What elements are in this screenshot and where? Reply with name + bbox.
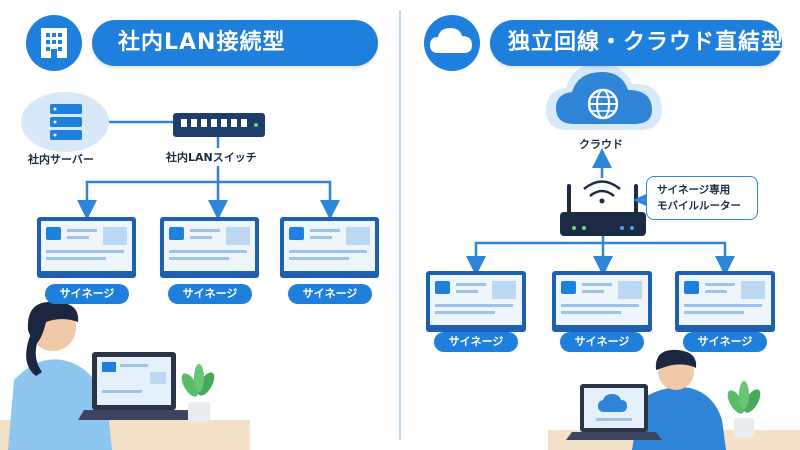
image-icon [492, 281, 516, 299]
network-switch-icon [173, 113, 265, 137]
callout-tail [633, 194, 646, 206]
router-callout-line2: モバイルルーター [657, 200, 741, 212]
laptop-icon [566, 384, 662, 440]
switch-label: 社内LANスイッチ [166, 151, 257, 164]
server-icon [21, 92, 109, 152]
signage-monitor [426, 271, 526, 332]
signage-badge: サイネージ [288, 284, 372, 304]
wifi-icon [583, 180, 621, 204]
megaphone-icon [561, 281, 576, 294]
signage-badge: サイネージ [45, 284, 129, 304]
image-icon [103, 227, 127, 245]
server-label: 社内サーバー [28, 153, 94, 166]
signage-monitor [552, 271, 652, 332]
image-icon [618, 281, 642, 299]
building-icon [26, 15, 82, 71]
cloud-icon [424, 15, 480, 71]
router-callout-line1: サイネージ専用 [657, 184, 731, 196]
plant-icon [727, 381, 761, 438]
image-icon [346, 227, 370, 245]
plant-icon [181, 364, 215, 422]
right-panel-title: 独立回線・クラウド直結型 [508, 30, 785, 55]
signage-monitor [280, 217, 379, 278]
signage-badge: サイネージ [168, 284, 252, 304]
left-panel-title: 社内LAN接続型 [118, 30, 286, 55]
person-illustration-left [0, 301, 250, 450]
megaphone-icon [46, 227, 61, 240]
right-title-pill: 独立回線・クラウド直結型 [490, 20, 785, 66]
megaphone-icon [435, 281, 450, 294]
signage-badge: サイネージ [434, 332, 518, 352]
left-title-pill: 社内LAN接続型 [92, 20, 378, 66]
megaphone-icon [169, 227, 184, 240]
image-icon [226, 227, 250, 245]
laptop-icon [78, 352, 196, 420]
signage-monitor [160, 217, 259, 278]
signage-badge: サイネージ [560, 332, 644, 352]
signage-monitor [37, 217, 136, 278]
megaphone-icon [684, 281, 699, 294]
image-icon [741, 281, 765, 299]
cloud-label: クラウド [579, 138, 623, 151]
router-callout: サイネージ専用 モバイルルーター [646, 176, 758, 220]
signage-monitor [675, 271, 775, 332]
globe-icon [587, 88, 619, 120]
router-icon [560, 184, 646, 236]
megaphone-icon [289, 227, 304, 240]
signage-badge: サイネージ [683, 332, 767, 352]
